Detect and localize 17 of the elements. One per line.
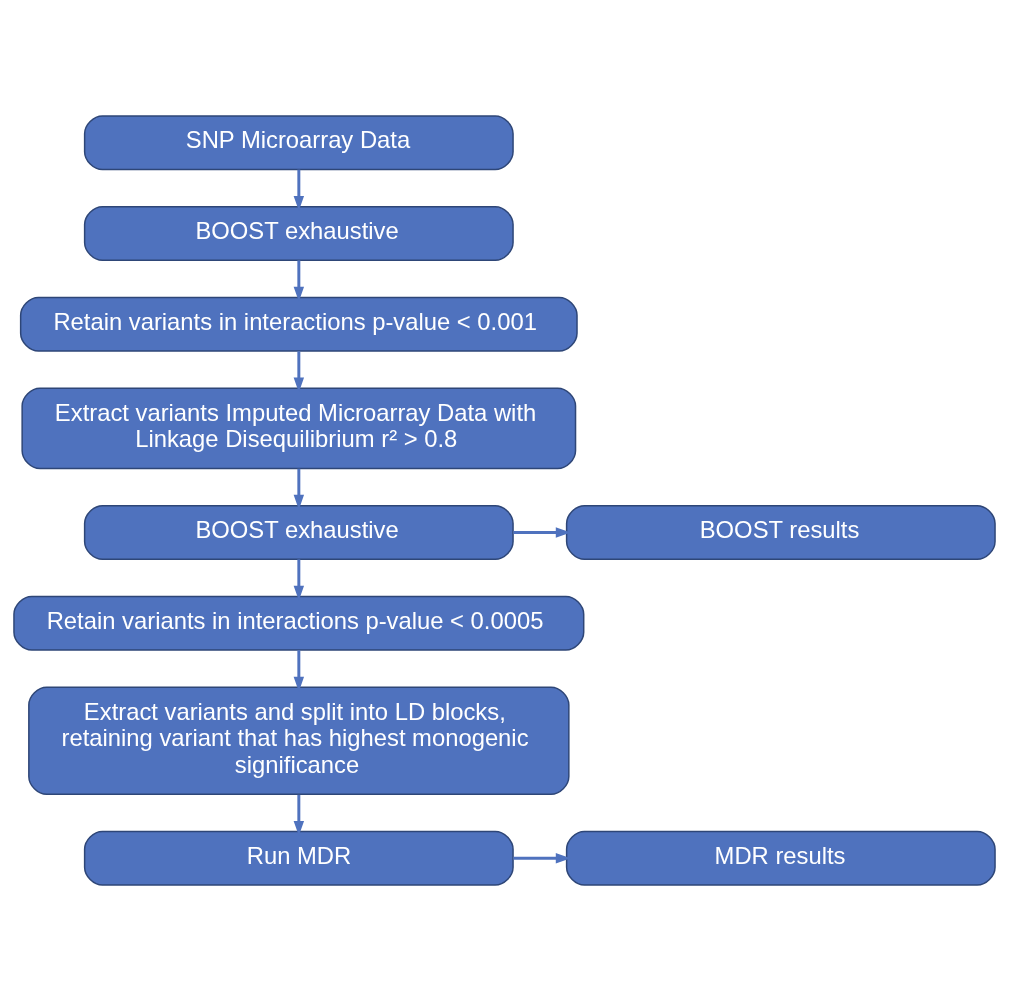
node-box: SNP Microarray Data — [83, 115, 514, 171]
arrow — [513, 527, 571, 538]
arrow — [293, 559, 305, 601]
node-box: MDR results — [565, 830, 996, 886]
node-box: Extract variants and split into LD blocks, retaining variant that has highest monogenic significance — [28, 686, 570, 796]
arrow — [293, 169, 305, 211]
node-box: Retain variants in interactions p-value < 0.001 — [19, 296, 578, 352]
node-box: BOOST exhaustive — [83, 504, 514, 560]
node-box: BOOST results — [565, 504, 996, 560]
node-box: Extract variants Imputed Microarray Data with Linkage Disequilibrium r² > 0.8 — [21, 387, 577, 470]
node-box: Run MDR — [83, 830, 514, 886]
arrow — [293, 794, 305, 836]
node-box: Retain variants in interactions p-value < 0.0005 — [13, 595, 585, 651]
node-box: BOOST exhaustive — [83, 205, 514, 261]
arrow — [293, 260, 305, 302]
arrow — [513, 853, 571, 864]
arrow — [293, 468, 305, 510]
